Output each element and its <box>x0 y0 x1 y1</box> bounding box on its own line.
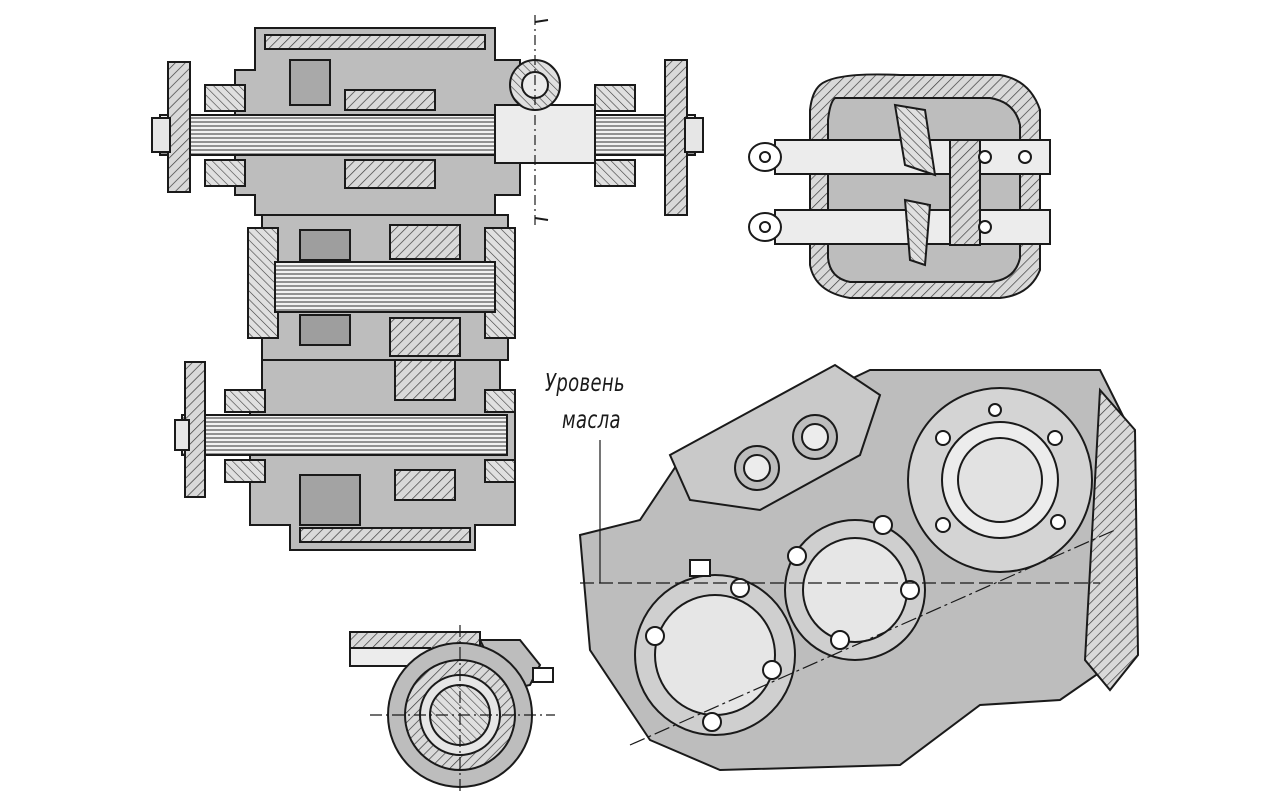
external-view <box>578 363 1140 772</box>
oil-level-label-line1: Уровень <box>545 368 625 397</box>
sectional-view <box>151 15 704 551</box>
oil-level-label-line2: масла <box>562 405 621 434</box>
speedometer-drive-section <box>349 625 555 795</box>
shift-mechanism-section <box>748 73 1051 299</box>
